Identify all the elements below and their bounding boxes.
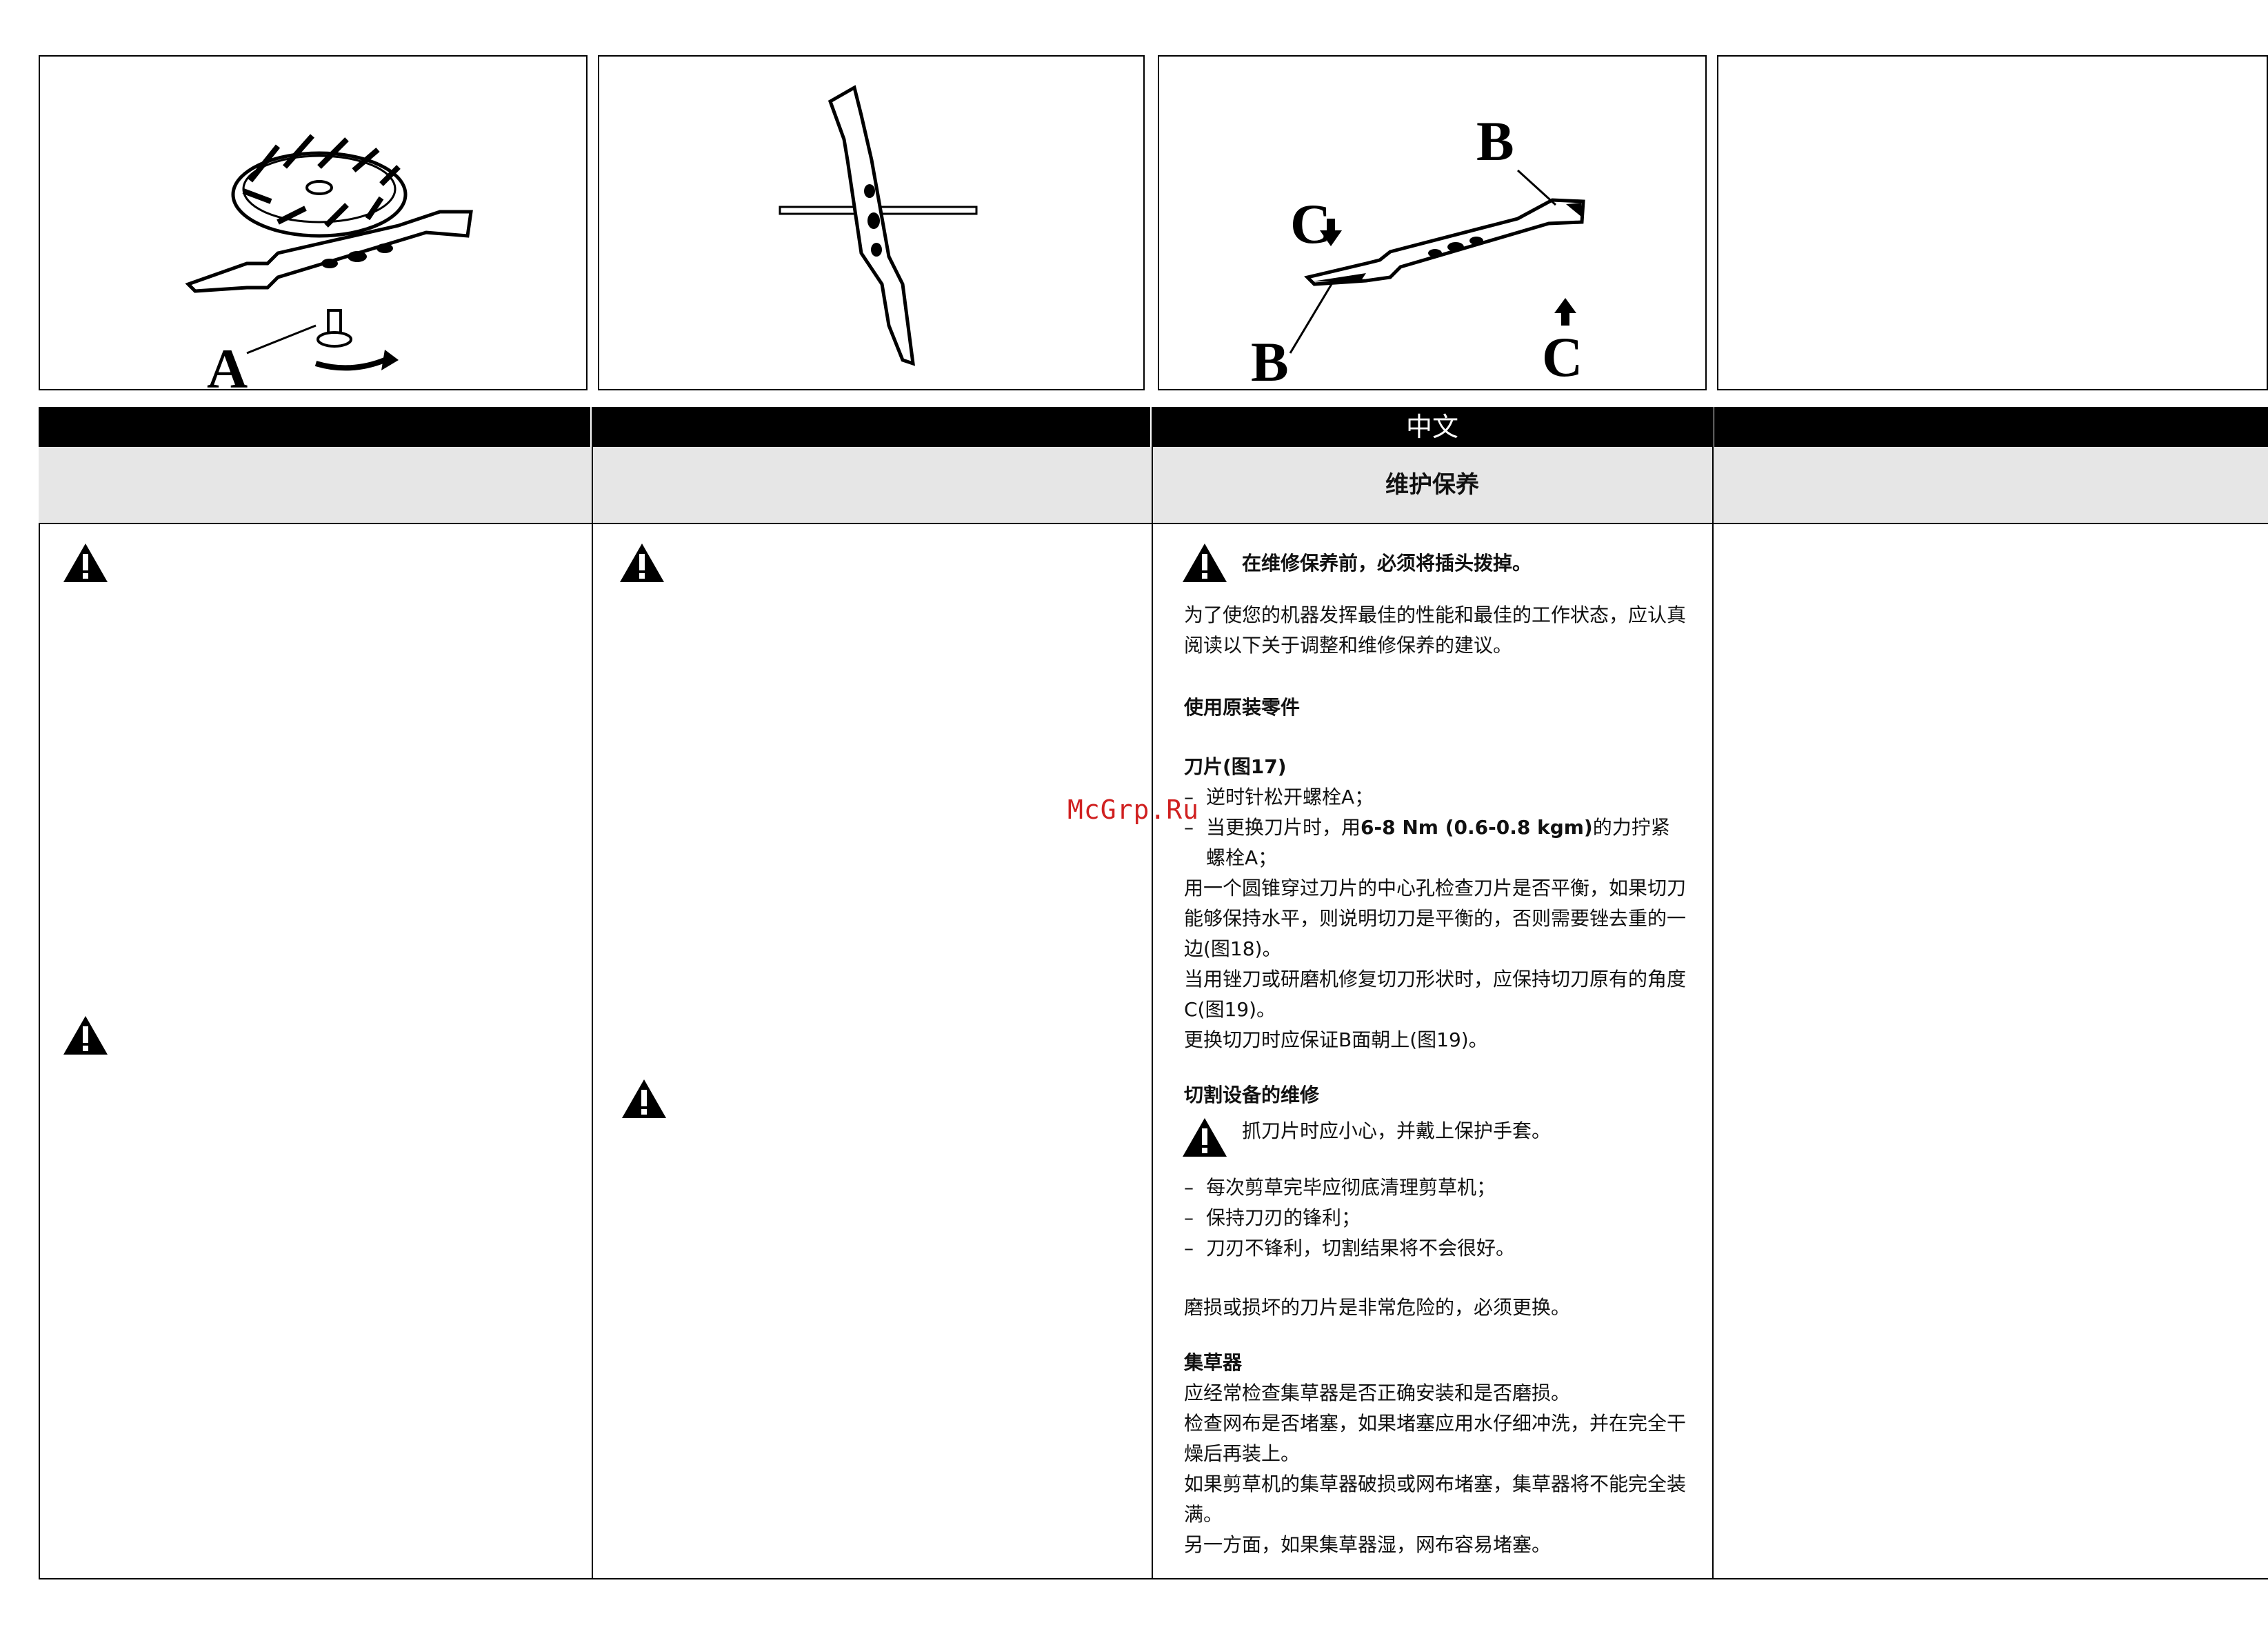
figure-17-panel: A (39, 55, 588, 392)
fig17-label-a: A (207, 337, 248, 392)
list-dash: – (1184, 1206, 1194, 1229)
cutting-warning: 抓刀片时应小心，并戴上保护手套。 (1242, 1119, 1552, 1142)
figure-18-panel (598, 55, 1145, 390)
warning-icon (620, 544, 664, 582)
original-parts-heading: 使用原装零件 (1184, 696, 1301, 719)
torque-value: 6-8 Nm (0.6-0.8 kgm) (1361, 816, 1593, 839)
blade-removal-illustration: A (185, 134, 473, 392)
warning-icon (1183, 1118, 1227, 1157)
warning-icon (1183, 544, 1227, 582)
collector-heading: 集草器 (1184, 1351, 1243, 1374)
section-title: 维护保养 (1385, 471, 1479, 499)
section-title-bar: 维护保养 (39, 447, 2268, 524)
collector-section: 集草器 应经常检查集草器是否正确安装和是否磨损。 检查网布是否堵塞，如果堵塞应用… (1184, 1348, 1687, 1560)
warning-icon (63, 544, 108, 582)
figure-empty-panel (1717, 55, 2268, 390)
list-dash: – (1184, 816, 1194, 839)
blade-step-2: 当更换刀片时，用6-8 Nm (0.6-0.8 kgm)的力拧紧螺栓A； (1206, 816, 1670, 869)
list-dash: – (1184, 786, 1194, 808)
blade-sharpen-paragraph: 当用锉刀或研磨机修复切刀形状时，应保持切刀原有的角度C(图19)。 (1184, 968, 1687, 1021)
fig19-label-b-top: B (1476, 110, 1514, 172)
blade-balance-illustration (779, 85, 978, 366)
list-dash: – (1184, 1237, 1194, 1259)
blade-sharpen-illustration: C B B C (1251, 110, 1585, 392)
collector-paragraph-2: 检查网布是否堵塞，如果堵塞应用水仔细冲洗，并在完全干燥后再装上。 (1184, 1412, 1687, 1465)
list-dash: – (1184, 1176, 1194, 1199)
blade-replace-paragraph: 更换切刀时应保证B面朝上(图19)。 (1184, 1028, 1488, 1051)
blade-heading: 刀片(图17) (1184, 755, 1287, 778)
cutting-item-3: 刀刃不锋利，切割结果将不会很好。 (1206, 1237, 1516, 1259)
cutting-list: –每次剪草完毕应彻底清理剪草机； –保持刀刃的锋利； –刀刃不锋利，切割结果将不… (1184, 1173, 1687, 1264)
fig19-label-c-bottom: C (1542, 326, 1583, 388)
figure-19-panel: C B B C (1158, 55, 1707, 392)
blade-section: 刀片(图17) –逆时针松开螺栓A； –当更换刀片时，用6-8 Nm (0.6-… (1184, 752, 1687, 1055)
cutting-item-2: 保持刀刃的锋利； (1206, 1206, 1361, 1229)
unplug-warning: 在维修保养前，必须将插头拨掉。 (1242, 552, 1532, 575)
fig19-label-c-top: C (1290, 192, 1331, 255)
blade-step-1: 逆时针松开螺栓A； (1206, 786, 1374, 808)
watermark: McGrp.Ru (1067, 795, 1200, 825)
fig19-label-b-bottom: B (1251, 330, 1289, 392)
cutting-heading: 切割设备的维修 (1184, 1084, 1320, 1106)
worn-blade-paragraph: 磨损或损坏的刀片是非常危险的，必须更换。 (1184, 1296, 1571, 1319)
collector-paragraph-3: 如果剪草机的集草器破损或网布堵塞，集草器将不能完全装满。 (1184, 1473, 1687, 1526)
intro-paragraph: 为了使您的机器发挥最佳的性能和最佳的工作状态，应认真阅读以下关于调整和维修保养的… (1184, 604, 1687, 657)
language-header-bar: 中文 (39, 407, 2268, 447)
blade-balance-paragraph: 用一个圆锥穿过刀片的中心孔检查刀片是否平衡，如果切刀能够保持水平，则说明切刀是平… (1184, 877, 1687, 960)
warning-icon (63, 1016, 108, 1055)
collector-paragraph-1: 应经常检查集草器是否正确安装和是否磨损。 (1184, 1382, 1571, 1404)
collector-paragraph-4: 另一方面，如果集草器湿，网布容易堵塞。 (1184, 1533, 1552, 1556)
language-label: 中文 (1405, 412, 1458, 442)
content-area (39, 524, 2268, 1579)
warning-icon (622, 1079, 666, 1118)
cutting-item-1: 每次剪草完毕应彻底清理剪草机； (1206, 1176, 1496, 1199)
